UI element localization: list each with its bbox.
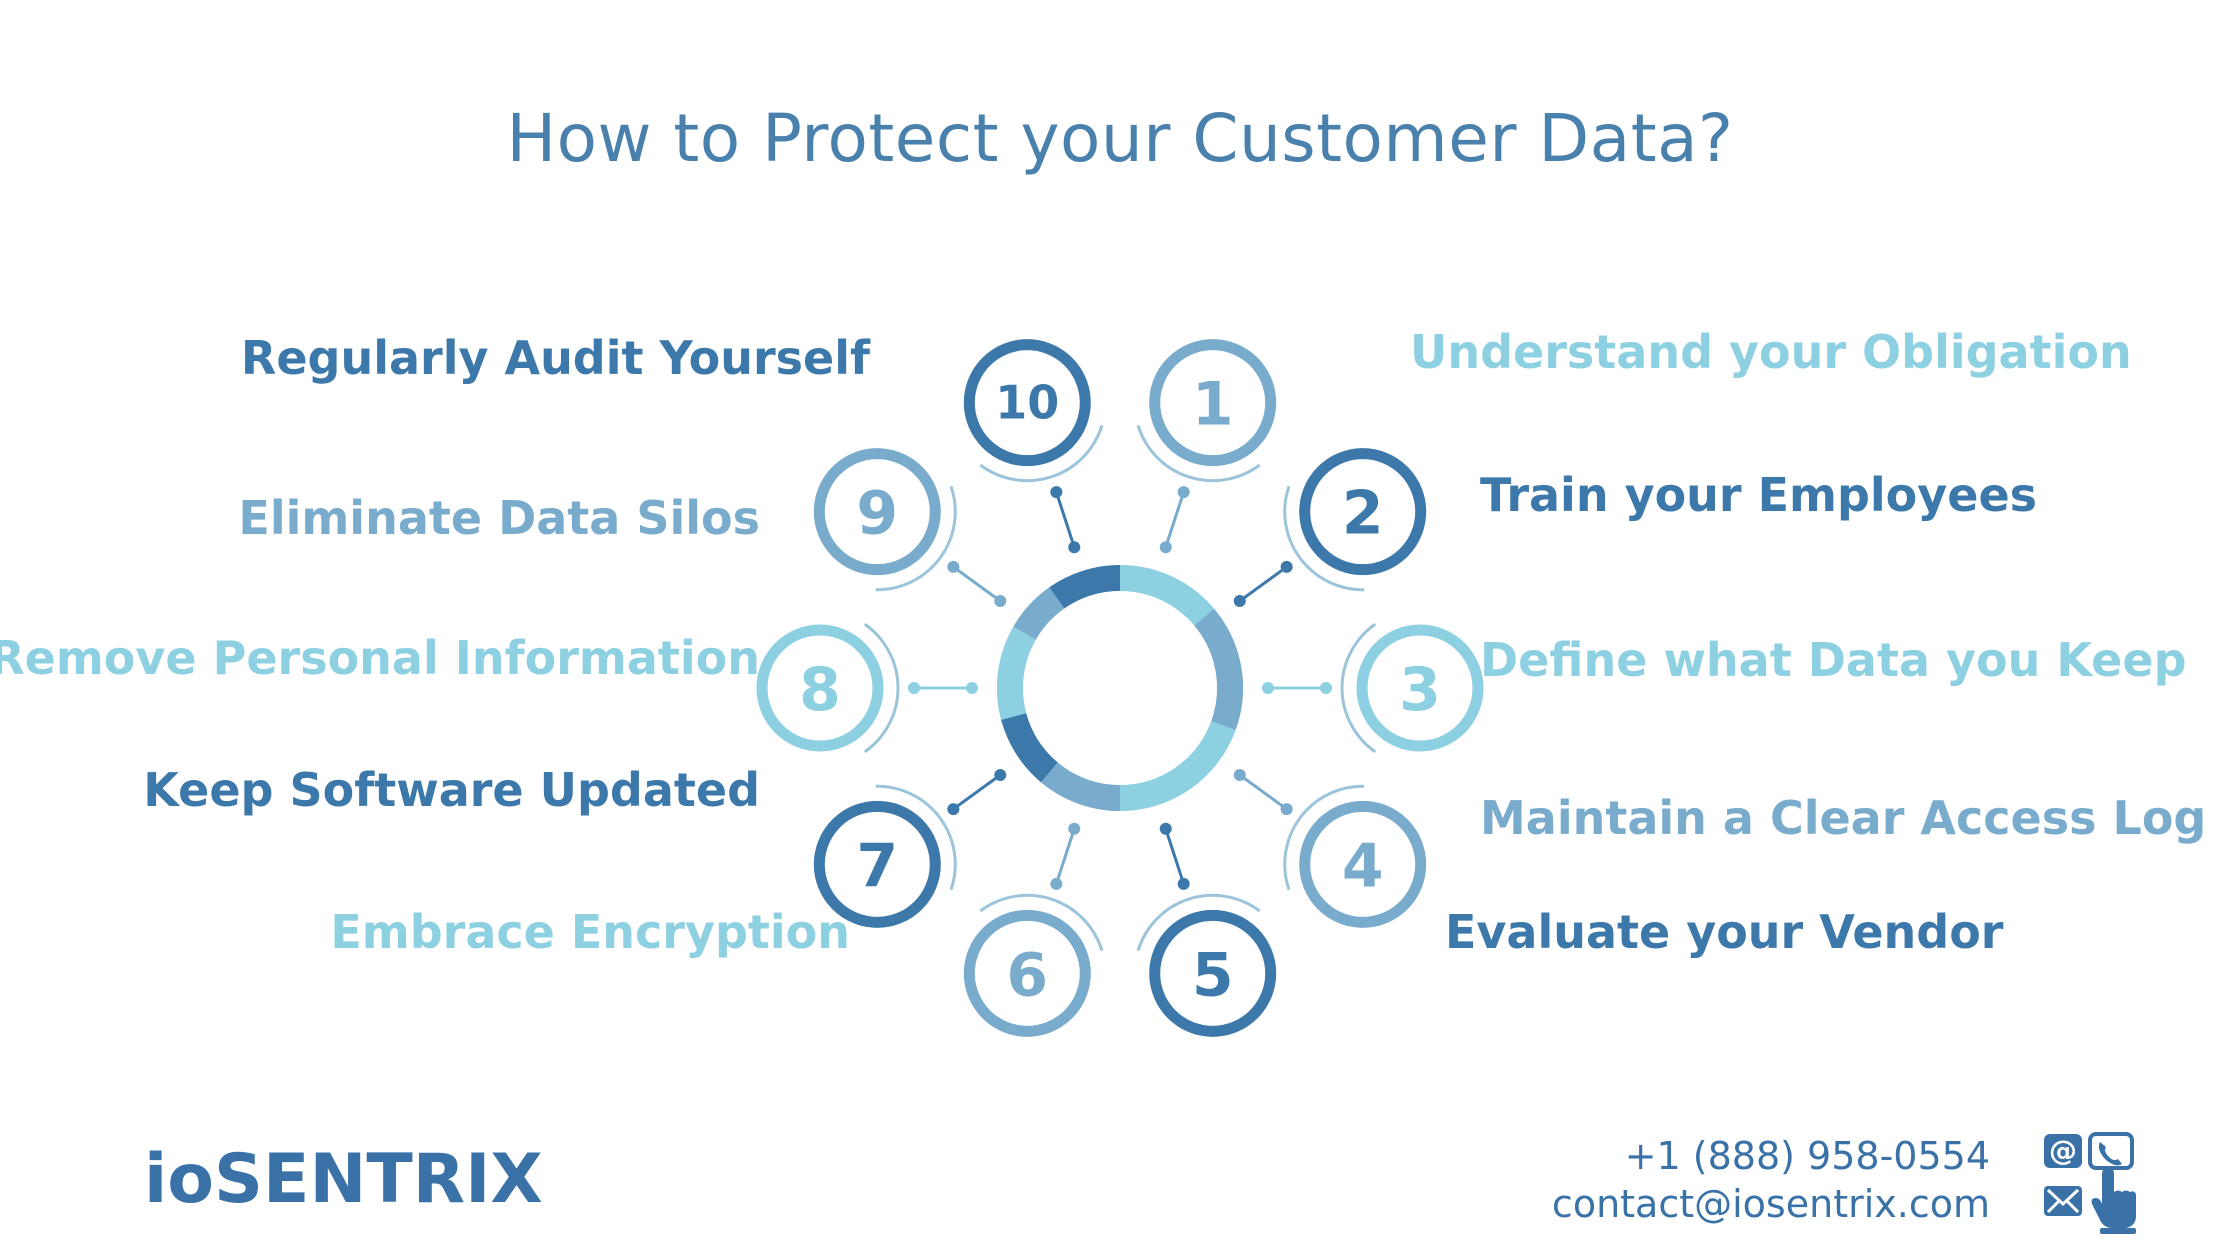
center-ring-segment <box>996 626 1037 720</box>
step-label-7: Keep Software Updated <box>143 763 760 817</box>
svg-text:@: @ <box>2049 1134 2077 1167</box>
connector-dot <box>1233 595 1246 608</box>
connector-dot <box>947 560 960 573</box>
connector-dot <box>966 682 978 694</box>
center-ring-segment <box>1119 565 1215 626</box>
step-circle-3 <box>1356 624 1484 752</box>
connector-dot <box>1159 822 1172 835</box>
center-ring-segment <box>1049 565 1121 609</box>
step-number-5: 5 <box>1192 940 1234 1010</box>
step-label-5: Evaluate your Vendor <box>1445 905 2004 959</box>
step-label-3: Define what Data you Keep <box>1480 633 2187 687</box>
step-label-8: Remove Personal Information <box>0 631 760 685</box>
step-arc <box>1283 784 1365 891</box>
step-circle-8 <box>756 624 884 752</box>
center-ring-segment <box>1194 608 1243 731</box>
step-arc <box>1283 485 1365 592</box>
step-arc <box>1136 893 1261 951</box>
connector-line <box>1164 828 1186 885</box>
page-title: How to Protect your Customer Data? <box>506 100 1734 177</box>
connector-dot <box>1159 541 1172 554</box>
connector-line <box>1238 565 1288 603</box>
connector-dot <box>908 682 920 694</box>
step-number-1: 1 <box>1192 370 1234 440</box>
at-icon: @ <box>2044 1134 2082 1168</box>
center-ring-segment <box>1119 720 1236 811</box>
step-arc <box>979 893 1104 951</box>
connector-dot <box>1068 822 1081 835</box>
connector-dot <box>1262 682 1274 694</box>
step-arc <box>863 622 900 754</box>
connector-line <box>952 565 1002 603</box>
step-number-3: 3 <box>1399 655 1441 725</box>
contact-email[interactable]: contact@iosentrix.com <box>1551 1182 1990 1226</box>
connector-line <box>1054 491 1076 548</box>
connector-dot <box>1233 768 1246 781</box>
step-arc <box>875 485 957 592</box>
connector-line <box>1164 491 1186 548</box>
step-number-4: 4 <box>1342 831 1384 901</box>
hand-pointer-icon <box>2091 1168 2136 1234</box>
connector-dot <box>1177 486 1190 499</box>
brand-logo: ioSENTRIX <box>144 1140 543 1219</box>
contact-phone[interactable]: +1 (888) 958-0554 <box>1624 1134 1990 1178</box>
step-circle-7 <box>813 800 941 928</box>
step-label-2: Train your Employees <box>1480 468 2038 522</box>
step-circle-5 <box>1149 909 1277 1037</box>
connector-dot <box>1320 682 1332 694</box>
connector-line <box>952 773 1002 811</box>
phone-icon <box>2088 1132 2134 1170</box>
step-number-10: 10 <box>995 376 1059 430</box>
step-number-6: 6 <box>1006 940 1048 1010</box>
center-hole <box>1023 591 1217 785</box>
step-arc <box>1340 622 1377 754</box>
step-arc <box>875 784 957 891</box>
connector-line <box>1054 828 1076 885</box>
connector-dot <box>994 595 1007 608</box>
step-circle-10 <box>963 339 1091 467</box>
step-circle-4 <box>1299 800 1427 928</box>
connector-dot <box>1050 486 1063 499</box>
step-arc <box>1136 425 1261 483</box>
step-label-10: Regularly Audit Yourself <box>240 331 870 385</box>
contact-icons: @ <box>2044 1132 2136 1234</box>
step-label-9: Eliminate Data Silos <box>238 491 760 545</box>
connector-line <box>1238 773 1288 811</box>
mail-icon <box>2044 1186 2082 1216</box>
step-circle-2 <box>1299 448 1427 576</box>
connector-dot <box>994 768 1007 781</box>
connector-dot <box>1068 541 1081 554</box>
step-number-8: 8 <box>799 655 841 725</box>
step-circle-1 <box>1149 339 1277 467</box>
connector-dot <box>1280 560 1293 573</box>
center-ring-segment <box>1013 587 1065 640</box>
step-arc <box>979 425 1104 483</box>
step-number-7: 7 <box>856 831 898 901</box>
step-number-2: 2 <box>1342 479 1384 549</box>
center-ring-segment <box>1001 712 1058 783</box>
connector-dot <box>1050 877 1063 890</box>
connector-dot <box>947 803 960 816</box>
step-label-4: Maintain a Clear Access Log <box>1480 791 2207 845</box>
step-label-1: Understand your Obligation <box>1410 325 2132 379</box>
step-number-9: 9 <box>856 479 898 549</box>
step-circle-6 <box>963 909 1091 1037</box>
step-circle-9 <box>813 448 941 576</box>
center-ring-segment <box>1040 762 1121 811</box>
connector-dot <box>1280 803 1293 816</box>
step-label-6: Embrace Encryption <box>330 905 850 959</box>
connector-dot <box>1177 877 1190 890</box>
